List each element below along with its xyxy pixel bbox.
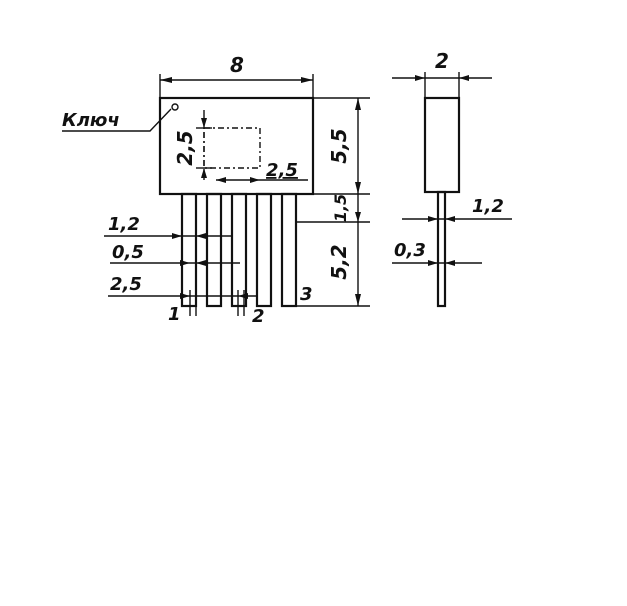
key-label: Ключ [62,110,120,131]
dim-lead-width-a-label: 1,2 [108,214,140,235]
lead-2 [205,192,223,308]
dim-side-lead-thickness: 0,3 [392,240,482,266]
dim-total-width-label: 8 [230,53,244,77]
dim-lead-length-label: 5,2 [327,244,351,279]
side-lead [436,190,447,308]
pin-3-label: 3 [300,284,313,305]
marking-window [203,127,261,169]
dim-window-width: 2,5 [216,160,308,183]
pin-2-label: 2 [252,306,265,327]
dim-window-height: 2,5 [173,110,212,178]
dim-pitch: 2,5 [108,274,258,299]
lead-1 [180,192,198,308]
dim-body-height: 5,5 [313,97,370,195]
lead-3 [230,192,248,308]
key-mark-icon [171,103,179,111]
front-view: 8 5,5 1,5 5,2 [62,53,370,327]
dim-side-thickness-label: 2 [435,49,449,73]
dim-lead-width-a: 1,2 [104,214,232,239]
key-callout: Ключ [62,108,172,132]
dim-side-lead-width: 1,2 [402,196,512,222]
leads [180,192,298,316]
dim-pitch-label: 2,5 [110,274,142,295]
dim-total-width: 8 [159,53,314,98]
dim-lead-gap: 1,5 [296,194,370,223]
dim-lead-width-b: 0,5 [110,242,240,266]
dim-side-lead-width-label: 1,2 [472,196,504,217]
dim-lead-width-b-label: 0,5 [112,242,144,263]
side-body [423,96,461,194]
dim-side-thickness: 2 [392,49,492,98]
dim-lead-gap-label: 1,5 [331,194,350,222]
pin-1-label: 1 [168,304,181,325]
dim-lead-length: 5,2 [296,222,370,307]
lead-5 [280,192,298,308]
side-view: 2 1,2 0,3 [392,49,512,308]
dim-window-width-label: 2,5 [266,160,298,181]
dim-side-lead-thickness-label: 0,3 [394,240,426,261]
dim-body-height-label: 5,5 [327,128,351,163]
dim-window-height-label: 2,5 [173,130,197,165]
lead-4 [255,192,273,308]
